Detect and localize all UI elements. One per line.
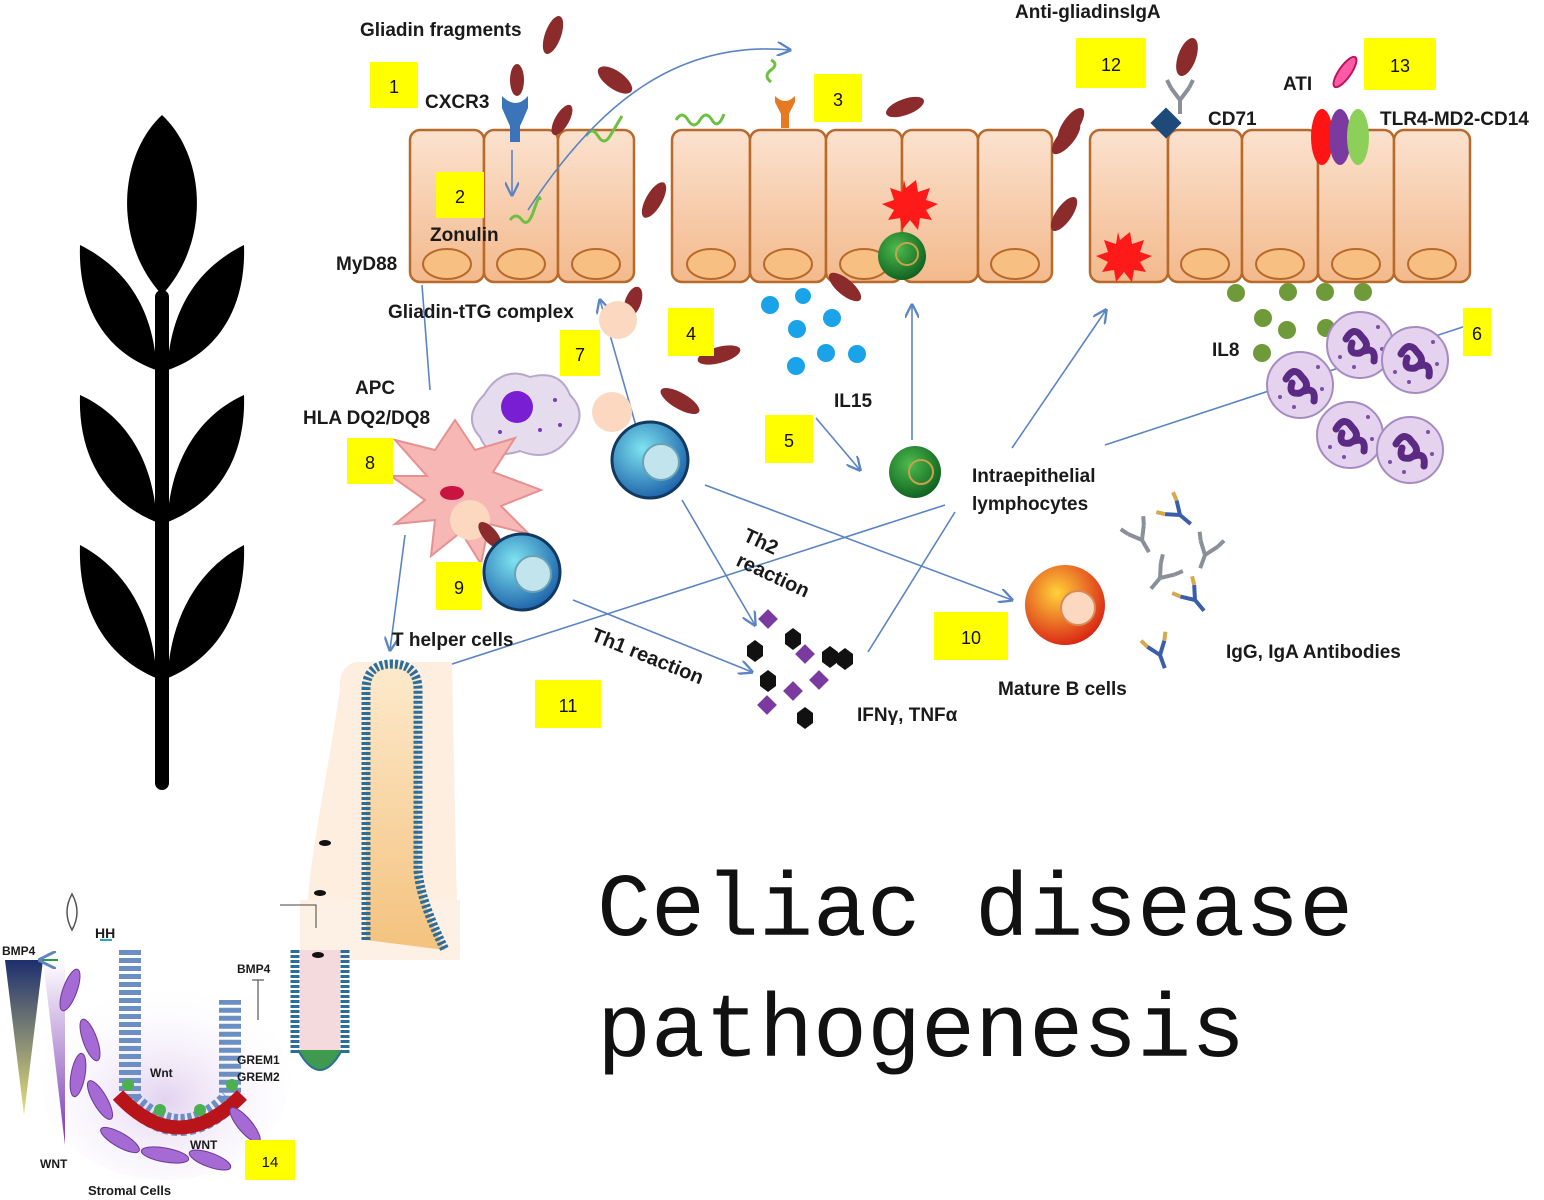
svg-text:14: 14: [262, 1154, 279, 1171]
svg-text:12: 12: [1101, 55, 1121, 75]
label-wnt-bottom: WNT: [190, 1138, 218, 1152]
crypt-inset: [5, 892, 290, 1180]
cytokine-markers: [747, 609, 853, 729]
svg-text:11: 11: [559, 696, 578, 716]
label-il8: IL8: [1212, 340, 1239, 361]
intraepithelial-lymphocyte: [889, 446, 941, 498]
title-line-2: pathogenesis: [597, 982, 1245, 1084]
label-t-helper: T helper cells: [392, 630, 513, 651]
label-cd71: CD71: [1208, 109, 1257, 130]
title-line-1: Celiac disease: [597, 861, 1353, 963]
label-iel-line1: Intraepithelial: [972, 466, 1096, 487]
label-wnt-inner: Wnt: [150, 1066, 173, 1080]
intestinal-villus: [280, 659, 460, 1071]
label-gliadin-ttg: Gliadin-tTG complex: [388, 302, 574, 323]
badge-5: 5: [765, 415, 813, 463]
badge-2: 2: [436, 172, 484, 218]
receptor-orange: [775, 96, 795, 128]
badge-8: 8: [347, 438, 393, 484]
tlr4-md2-cd14-complex: [1311, 109, 1369, 165]
badge-9: 9: [436, 562, 482, 610]
gliadin-fragments: [510, 16, 1198, 414]
label-myd88: MyD88: [336, 254, 397, 275]
anti-gliadin-iga-antibody: [1165, 78, 1195, 116]
igg-iga-antibodies: [1118, 490, 1227, 675]
label-bmp4-left: BMP4: [2, 944, 36, 958]
mature-b-cell: [1025, 565, 1105, 645]
label-wnt-left: WNT: [40, 1157, 68, 1171]
label-apc: APC: [355, 378, 395, 399]
badge-11: 11: [535, 680, 601, 728]
epithelium-right: [1088, 128, 1472, 284]
badge-12: 12: [1076, 38, 1146, 88]
neutrophils: [1267, 312, 1448, 483]
svg-text:13: 13: [1390, 56, 1410, 76]
damaged-cell-marker: [882, 180, 938, 230]
svg-text:4: 4: [686, 324, 696, 344]
epithelium-middle: [670, 128, 1054, 284]
il15-dots: [761, 288, 866, 375]
label-anti-gliadins-iga: Anti-gliadinsIgA: [1015, 2, 1161, 23]
label-cxcr3: CXCR3: [425, 92, 489, 113]
badge-13: 13: [1364, 38, 1436, 90]
label-mature-b: Mature B cells: [998, 679, 1127, 700]
svg-text:8: 8: [365, 453, 375, 473]
il8-dots: [1227, 283, 1372, 362]
gliadin-ttg-complex-icon-2: [592, 392, 632, 432]
label-ati: ATI: [1283, 74, 1312, 95]
label-th1: Th1 reaction: [588, 624, 707, 689]
badge-4: 4: [668, 308, 714, 356]
label-grem2: GREM2: [237, 1070, 280, 1084]
svg-text:1: 1: [389, 77, 399, 97]
badge-3: 3: [814, 74, 862, 122]
label-gliadin-fragments: Gliadin fragments: [360, 20, 522, 41]
label-zonulin: Zonulin: [430, 225, 499, 246]
t-cell-activated: [610, 420, 690, 500]
label-hla: HLA DQ2/DQ8: [303, 408, 430, 429]
badge-14: 14: [245, 1140, 295, 1180]
cxcr3-receptor: [502, 96, 528, 142]
svg-text:3: 3: [833, 90, 843, 110]
label-hh: HH: [95, 925, 115, 941]
svg-text:9: 9: [454, 578, 464, 598]
t-helper-cell: [482, 532, 562, 612]
label-il15: IL15: [834, 391, 872, 412]
pathway-arrows: [390, 49, 1491, 676]
svg-text:2: 2: [455, 187, 465, 207]
label-tlr4: TLR4-MD2-CD14: [1380, 109, 1529, 130]
label-stromal-cells: Stromal Cells: [88, 1183, 171, 1198]
svg-text:6: 6: [1472, 324, 1482, 344]
gliadin-ttg-complex-icon: [599, 301, 637, 339]
badge-6: 6: [1463, 308, 1491, 356]
svg-text:5: 5: [784, 431, 794, 451]
apc-dendritic-cell: [387, 418, 544, 567]
epithelium-left: [408, 128, 636, 284]
label-ifn-tnf: IFNγ, TNFα: [857, 705, 958, 726]
svg-text:10: 10: [961, 628, 981, 648]
macrophage: [471, 372, 581, 456]
label-grem1: GREM1: [237, 1053, 280, 1067]
badge-7: 7: [560, 330, 600, 376]
ati-molecule: [1332, 55, 1358, 89]
badge-1: 1: [370, 62, 418, 108]
wheat-icon: [79, 115, 245, 790]
damaged-cell-marker: [1096, 232, 1152, 282]
badge-10: 10: [934, 612, 1008, 660]
zonulin-peptides: [508, 58, 777, 224]
label-iel-line2: lymphocytes: [972, 494, 1088, 515]
svg-text:7: 7: [575, 345, 585, 365]
label-igg-iga: IgG, IgA Antibodies: [1226, 642, 1401, 663]
iel-in-epithelium: [878, 232, 926, 280]
number-badges: 1 2 3 4 5 6 7 8 9 10 11 12 13 14: [245, 38, 1491, 1180]
label-bmp4-right: BMP4: [237, 962, 271, 976]
